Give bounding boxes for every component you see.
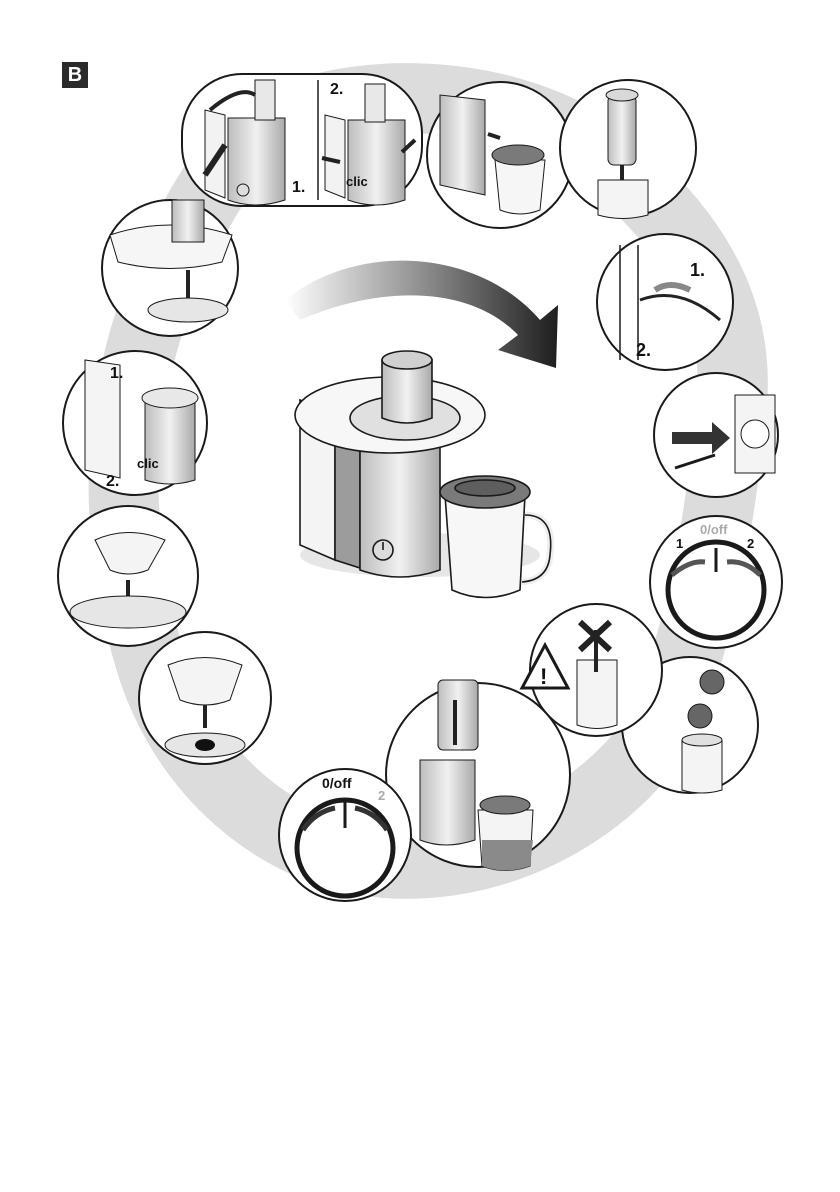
cable-step-two: 2. [636, 340, 651, 360]
juicer-main-illustration [295, 351, 551, 598]
dial-speed-one: 1 [676, 536, 683, 551]
off-dial-speed-two: 2 [378, 788, 385, 803]
step-panel-clamps: 1. 2. clic [182, 74, 422, 206]
lid-clic-label: clic [137, 456, 159, 471]
step-circle-pusher [560, 80, 696, 219]
step-circle-off-dial: 0/off 2 [279, 769, 411, 901]
dial-off-label: 0/off [700, 522, 728, 537]
step-circle-pitcher [427, 82, 573, 228]
step-circle-cable: 1. 2. [597, 234, 733, 370]
step-number-two: 2. [330, 81, 343, 98]
lid-step-one: 1. [110, 365, 123, 382]
clic-label: clic [346, 174, 368, 189]
off-dial-label: 0/off [322, 775, 352, 791]
cable-step-one: 1. [690, 260, 705, 280]
step-circle-lid-clic: 1. 2. clic [63, 351, 207, 495]
step-number-one: 1. [292, 179, 305, 196]
step-circle-speed-dial: 0/off 1 2 [650, 516, 782, 648]
lid-step-two: 2. [106, 473, 119, 490]
step-circle-filter [139, 632, 271, 764]
dial-speed-two: 2 [747, 536, 754, 551]
step-circle-pour [386, 680, 570, 871]
step-circle-top-lid [102, 200, 238, 336]
step-circle-cone [58, 506, 198, 646]
warning-mark: ! [540, 664, 547, 689]
step-circle-plug [654, 373, 778, 497]
